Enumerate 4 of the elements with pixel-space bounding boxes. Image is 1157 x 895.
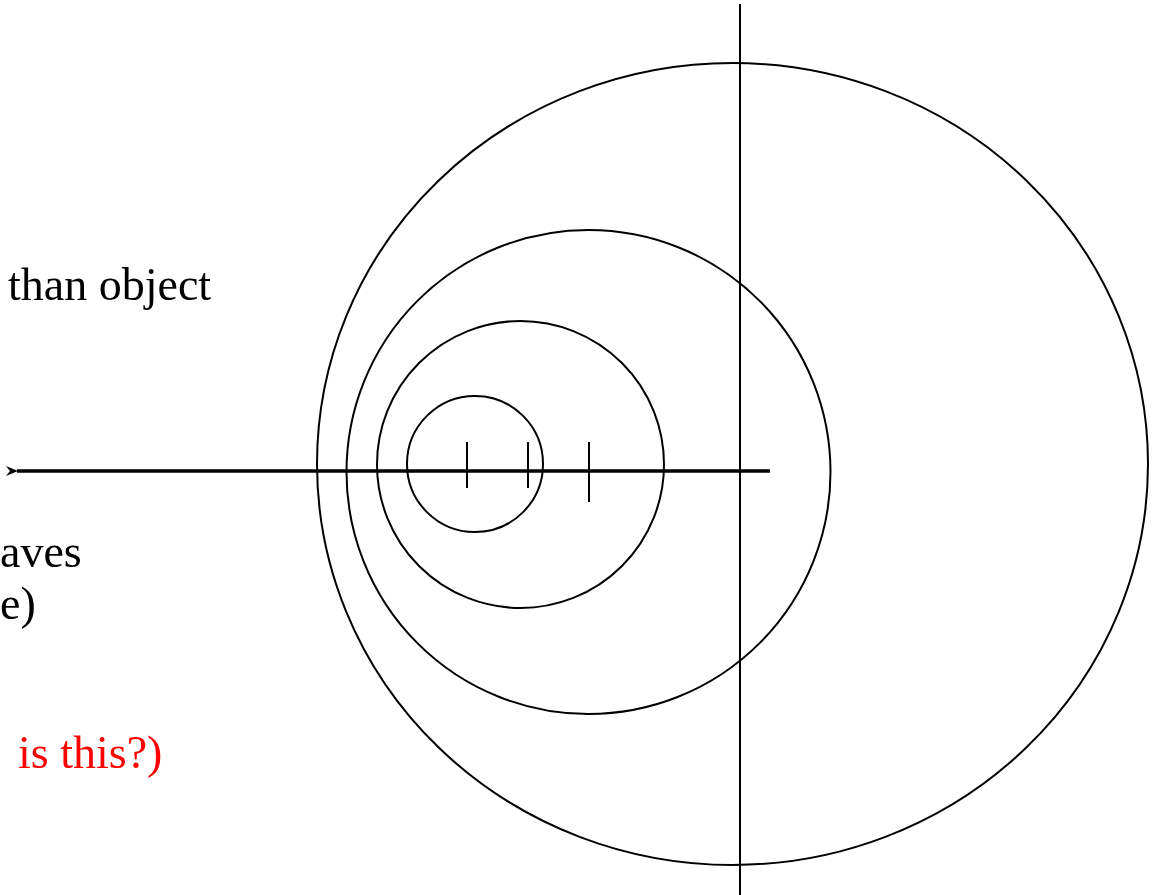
- note-text: aves: [0, 525, 82, 579]
- note-text: than object: [8, 258, 212, 312]
- note-text: is this?): [18, 726, 163, 780]
- note-text: e): [0, 577, 36, 631]
